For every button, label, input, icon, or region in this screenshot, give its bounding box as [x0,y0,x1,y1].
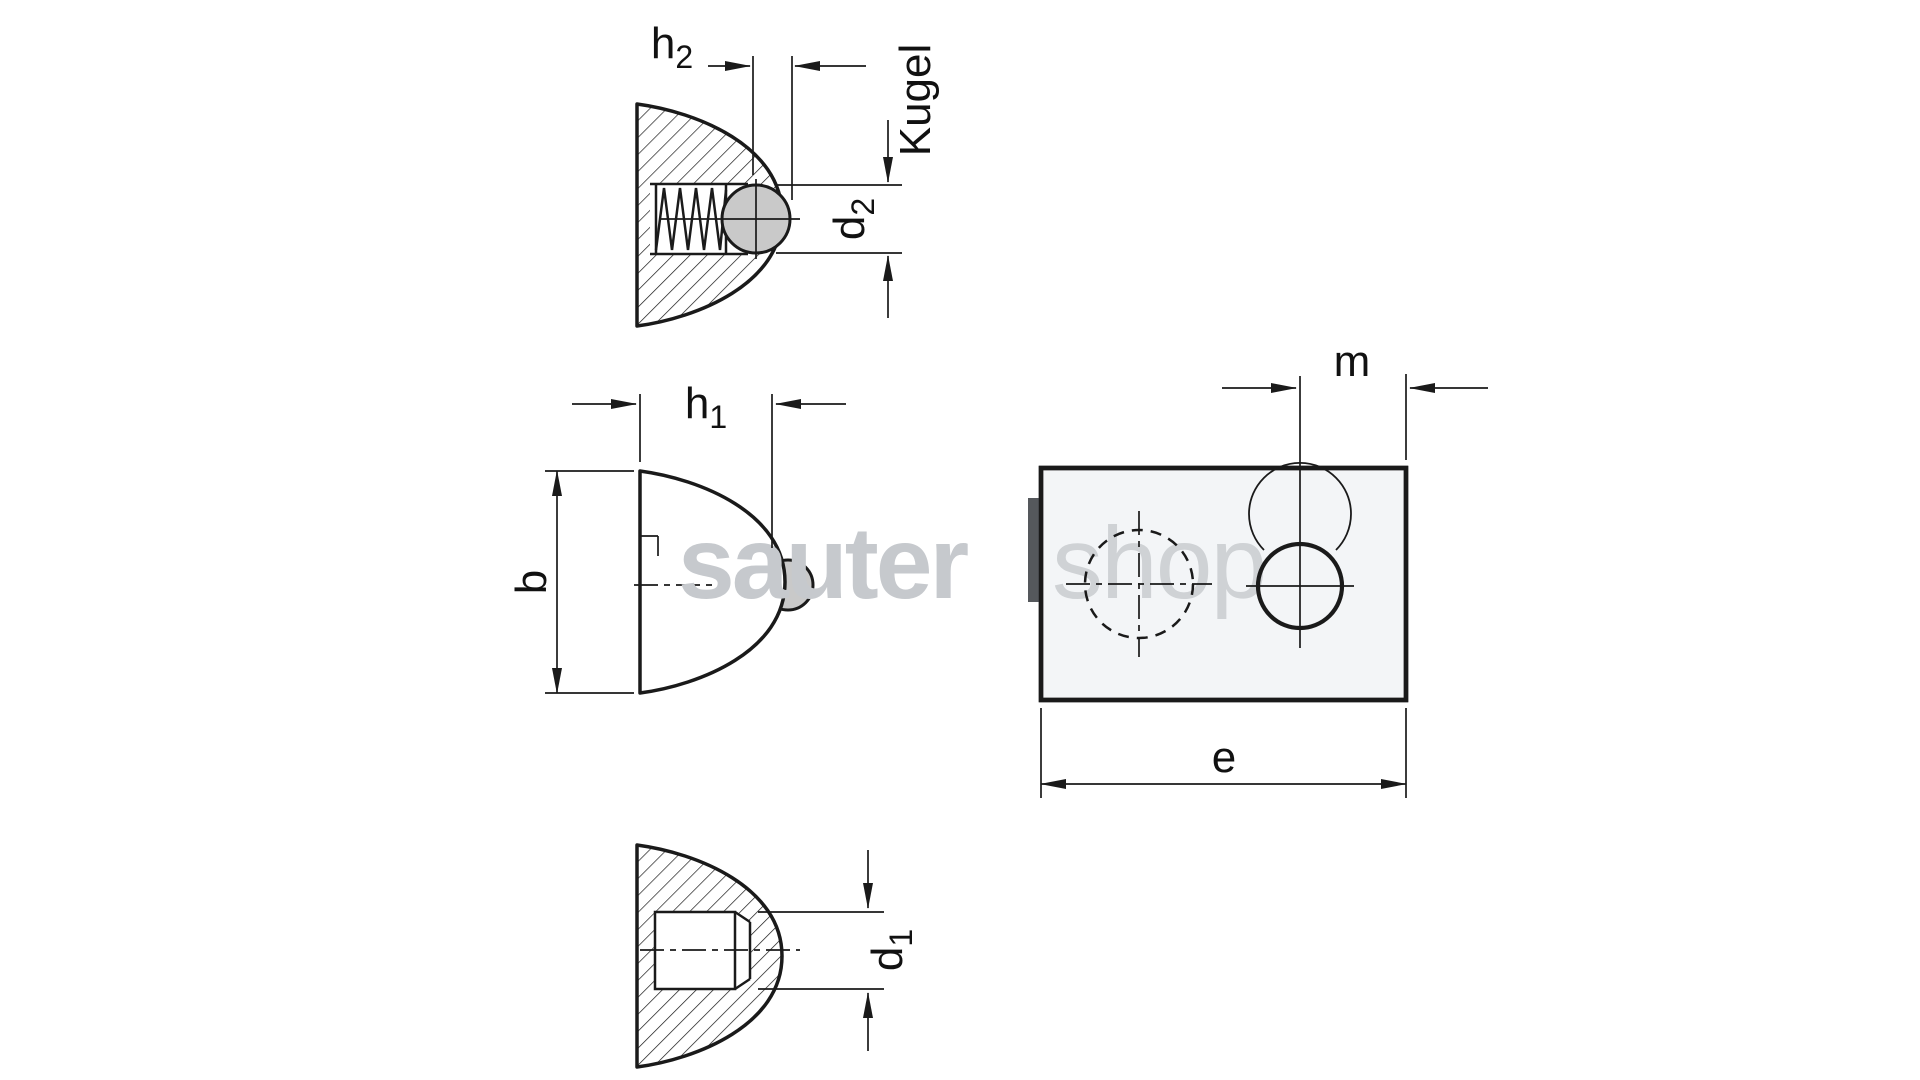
dimension-d2: d2 Kugel [776,39,945,318]
dim-label-kugel: Kugel [891,44,940,157]
watermark-shop-text: shop [1052,506,1265,620]
watermark-brand-text: sauter [678,506,968,620]
plate-details [1038,376,1409,703]
section-view-top [635,102,800,328]
watermark-divider-bar [1028,498,1042,602]
dimension-e: e [1040,708,1407,798]
dim-label-b: b [507,570,556,594]
bottom-section-view [635,843,800,1069]
dim-label-h1: h1 [685,379,727,435]
dimension-b: b [503,470,634,694]
dim-label-e: e [1212,733,1236,782]
dimension-m: m [1222,333,1488,460]
side-view [634,469,815,695]
watermark: sauter shop [678,498,1267,620]
dim-label-d2: d2 [825,198,881,240]
dimension-h1: h1 [572,375,846,548]
dim-label-m: m [1334,337,1371,386]
